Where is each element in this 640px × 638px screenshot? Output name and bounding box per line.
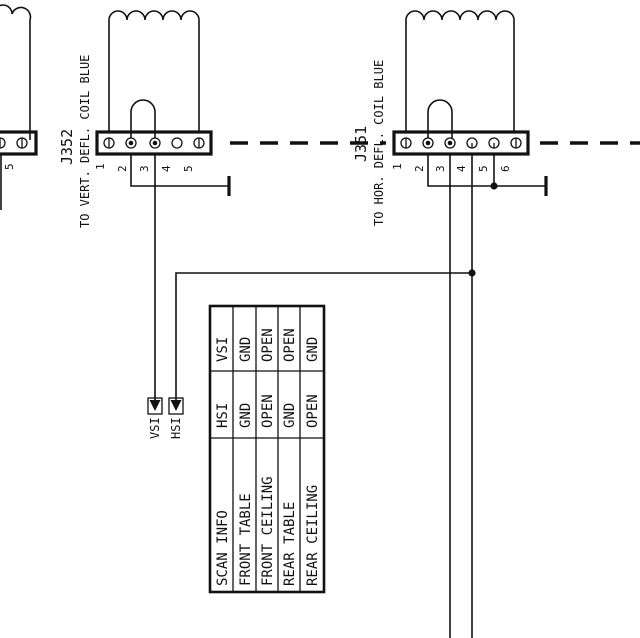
vsi-arrow-icon bbox=[149, 400, 161, 411]
hsi-terminal: HSI bbox=[168, 397, 184, 439]
left-pin-5-label: 5 bbox=[3, 163, 16, 170]
j352-pin-4-contact bbox=[171, 137, 183, 149]
scan-table-row-3-vsi: OPEN bbox=[282, 328, 298, 362]
j352-pin-label-4: 4 bbox=[160, 165, 173, 172]
vsi-label: VSI bbox=[148, 417, 162, 439]
j351-description: TO HOR. DEFL. COIL BLUE bbox=[372, 60, 386, 226]
j352-pin-2-contact bbox=[125, 137, 137, 149]
j351-pin-3-contact bbox=[444, 137, 456, 149]
j351-coil-winding bbox=[405, 10, 515, 132]
j351-name: J351 bbox=[352, 126, 370, 162]
vsi-terminal: VSI bbox=[147, 397, 163, 439]
left-connector-partial: 5 bbox=[0, 4, 38, 210]
j351-pin-label-2: 2 bbox=[413, 165, 426, 172]
scan-table-row-1-vsi: GND bbox=[238, 337, 254, 362]
j351-pin-2-contact bbox=[422, 137, 434, 149]
scan-table-row-4-mode: REAR CEILING bbox=[305, 485, 321, 586]
hsi-arrow-icon bbox=[170, 400, 182, 411]
scan-info-table: SCAN INFO HSI VSI FRONT TABLE GND GND FR… bbox=[208, 304, 326, 594]
scan-table-header-scan-info: SCAN INFO bbox=[215, 510, 231, 586]
scan-table-row-2-hsi: OPEN bbox=[260, 394, 276, 428]
scan-table-header-hsi: HSI bbox=[215, 403, 231, 428]
j352-pin-label-3: 3 bbox=[138, 165, 151, 172]
j351-pin-label-1: 1 bbox=[391, 163, 404, 170]
scan-table-row-4-vsi: GND bbox=[305, 337, 321, 362]
j352-pin-3-contact bbox=[149, 137, 161, 149]
hsi-junction bbox=[468, 269, 476, 277]
j351-connector-body bbox=[392, 130, 530, 156]
j351-pin-label-4: 4 bbox=[455, 165, 468, 172]
hsi-label: HSI bbox=[169, 417, 183, 439]
scan-table-header-vsi: VSI bbox=[215, 337, 231, 362]
j352-pin-label-1: 1 bbox=[94, 163, 107, 170]
scan-table-row-3-hsi: GND bbox=[282, 403, 298, 428]
scan-table-row-3-mode: REAR TABLE bbox=[282, 502, 298, 586]
scan-table-row-1-hsi: GND bbox=[238, 403, 254, 428]
j352-connector-body bbox=[95, 130, 213, 156]
j352-coil-winding bbox=[108, 10, 200, 132]
j352-jumper-loop bbox=[130, 99, 156, 138]
j352-name: J352 bbox=[58, 129, 76, 165]
j352-pin-label-2: 2 bbox=[116, 165, 129, 172]
j352-connector: 1 2 3 4 5 J352 TO VERT. DEFL. COIL BLUE bbox=[58, 10, 231, 400]
scan-table-row-1-mode: FRONT TABLE bbox=[238, 493, 254, 586]
j352-pin-label-5: 5 bbox=[182, 165, 195, 172]
j351-jumper-loop bbox=[427, 99, 453, 138]
j351-ground-wire bbox=[427, 154, 546, 187]
j352-description: TO VERT. DEFL. COIL BLUE bbox=[78, 55, 92, 228]
scan-table-row-4-hsi: OPEN bbox=[305, 394, 321, 428]
scan-table-border bbox=[208, 304, 326, 594]
left-connector-body bbox=[0, 130, 38, 156]
j351-pin-label-6: 6 bbox=[499, 165, 512, 172]
left-coil-winding bbox=[0, 4, 32, 140]
j352-ground-wire bbox=[130, 154, 229, 187]
j351-ground-junction bbox=[490, 182, 498, 190]
left-pin-4-contact bbox=[0, 137, 6, 149]
scan-table-row-2-mode: FRONT CEILING bbox=[260, 476, 276, 586]
j351-pin-label-3: 3 bbox=[434, 165, 447, 172]
j351-pin-label-5: 5 bbox=[477, 165, 490, 172]
hsi-wire bbox=[175, 272, 472, 400]
j351-connector: 1 2 3 4 5 6 J351 TO HOR. DEFL. COIL BLUE bbox=[352, 10, 548, 638]
scan-table-row-2-vsi: OPEN bbox=[260, 328, 276, 362]
